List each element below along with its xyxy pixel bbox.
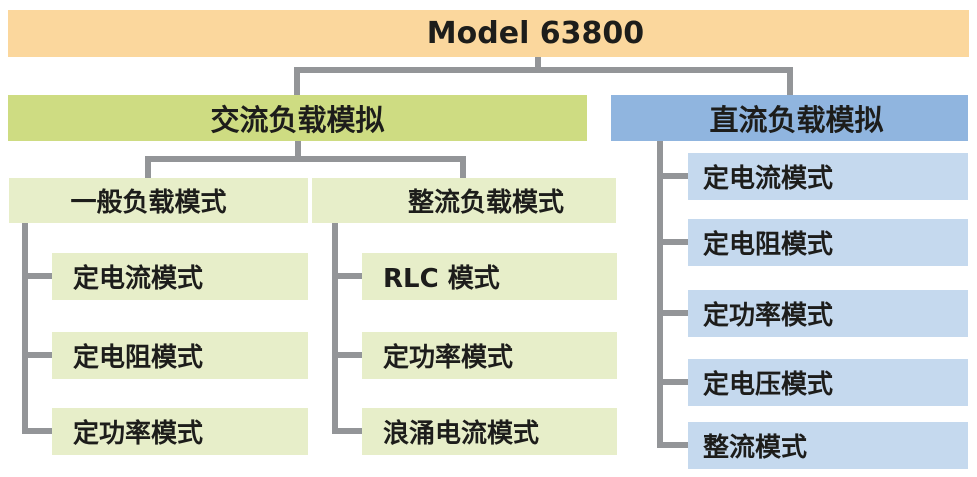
- ac-general-header-label: 一般负载模式: [70, 188, 227, 218]
- ac-rectified-mode-label: 浪涌电流模式: [383, 419, 540, 449]
- dc-mode-label: 定功率模式: [703, 301, 834, 331]
- connector-general-stub-2: [22, 352, 52, 358]
- root-node-model-63800: Model 63800: [8, 10, 969, 57]
- ac-rectified-mode-box: RLC 模式: [362, 253, 617, 300]
- connector-rectified-vline: [332, 223, 338, 434]
- dc-mode-box: 定电压模式: [688, 359, 968, 406]
- dc-mode-label: 定电压模式: [703, 370, 834, 400]
- connector-rectified-stub-1: [332, 273, 362, 279]
- dc-mode-box: 定电阻模式: [688, 219, 968, 266]
- ac-rectified-mode-label: 定功率模式: [383, 343, 514, 373]
- connector-dc-stub-4: [657, 379, 688, 385]
- connector-dc-stub-2: [657, 239, 688, 245]
- dc-branch-node: 直流负载模拟: [611, 95, 968, 141]
- dc-mode-label: 定电阻模式: [703, 230, 834, 260]
- ac-general-header-node: 一般负载模式: [9, 178, 308, 223]
- connector-drop-dc: [787, 71, 793, 95]
- connector-rectified-stub-3: [332, 428, 362, 434]
- connector-drop-general: [145, 160, 151, 178]
- connector-drop-ac: [294, 71, 300, 95]
- root-node-label: Model 63800: [426, 16, 645, 51]
- ac-branch-label: 交流负载模拟: [210, 103, 385, 137]
- connector-root-stub: [535, 57, 541, 71]
- connector-dc-stub-3: [657, 310, 688, 316]
- dc-mode-box: 整流模式: [688, 422, 968, 469]
- dc-mode-box: 定功率模式: [688, 290, 968, 337]
- dc-branch-label: 直流负载模拟: [709, 103, 884, 137]
- dc-mode-label: 定电流模式: [703, 164, 834, 194]
- ac-general-mode-box: 定电流模式: [52, 253, 308, 300]
- connector-rectified-stub-2: [332, 352, 362, 358]
- connector-dc-vline: [657, 141, 663, 448]
- ac-general-mode-label: 定功率模式: [73, 419, 204, 449]
- ac-general-mode-box: 定电阻模式: [52, 332, 308, 379]
- ac-rectified-mode-label: RLC 模式: [383, 264, 500, 294]
- ac-general-mode-label: 定电阻模式: [73, 343, 204, 373]
- connector-level2-horizontal: [294, 67, 793, 73]
- connector-dc-stub-5: [657, 442, 688, 448]
- ac-general-mode-box: 定功率模式: [52, 408, 308, 455]
- ac-branch-node: 交流负载模拟: [8, 95, 587, 141]
- connector-general-stub-3: [22, 428, 52, 434]
- ac-rectified-mode-box: 定功率模式: [362, 332, 617, 379]
- ac-rectified-header-node: 整流负载模式: [312, 178, 616, 223]
- connector-general-stub-1: [22, 273, 52, 279]
- connector-level3-horizontal: [145, 156, 466, 162]
- ac-general-mode-label: 定电流模式: [73, 264, 204, 294]
- dc-mode-box: 定电流模式: [688, 153, 968, 200]
- connector-ac-stub: [295, 141, 301, 158]
- dc-mode-label: 整流模式: [703, 433, 808, 463]
- ac-rectified-header-label: 整流负载模式: [407, 188, 564, 218]
- connector-general-vline: [22, 223, 28, 434]
- connector-drop-rectified: [460, 160, 466, 178]
- ac-rectified-mode-box: 浪涌电流模式: [362, 408, 617, 455]
- connector-dc-stub-1: [657, 173, 688, 179]
